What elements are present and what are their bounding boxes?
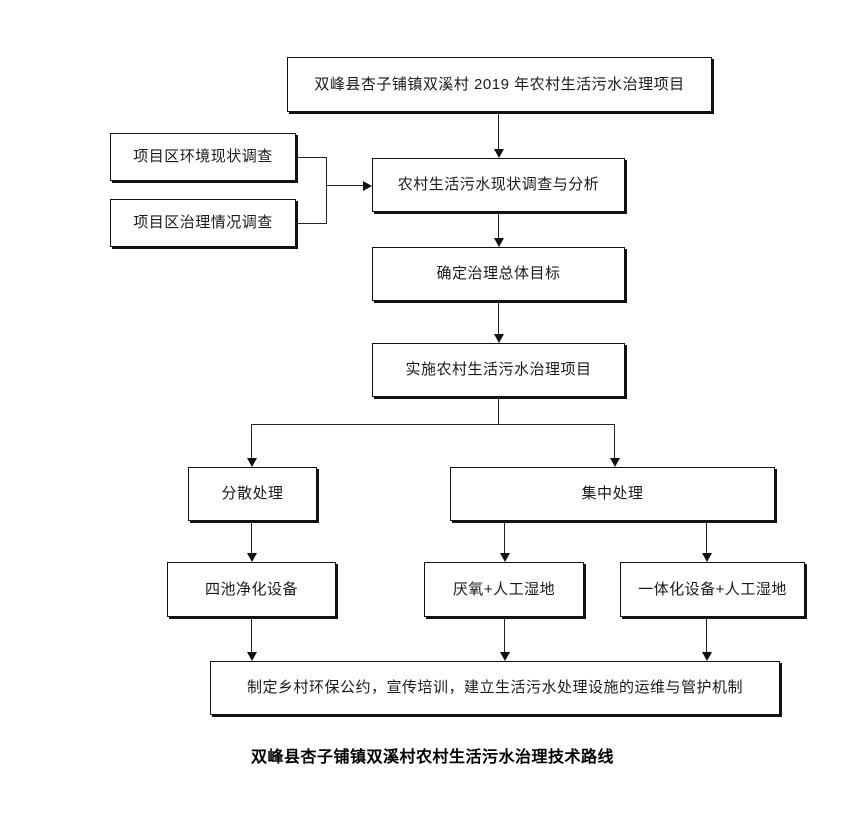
- arrow-title-to-analysis-icon: [494, 149, 504, 158]
- connector-implement-split-stem: [498, 397, 499, 424]
- node-survey-environment-label: 项目区环境现状调查: [133, 148, 273, 166]
- connector-anaerobic-to-management: [504, 617, 505, 652]
- arrow-split-to-decentralized-icon: [247, 458, 257, 467]
- node-project-title-label: 双峰县杏子铺镇双溪村 2019 年农村生活污水治理项目: [314, 75, 685, 93]
- node-centralized-label: 集中处理: [581, 485, 644, 503]
- connector-survey-to-analysis: [326, 185, 368, 186]
- connector-goal-to-implement: [498, 301, 499, 334]
- node-management-mechanism-label: 制定乡村环保公约，宣传培训，建立生活污水处理设施的运维与管护机制: [246, 679, 743, 697]
- diagram-caption: 双峰县杏子铺镇双溪村农村生活污水治理技术路线: [250, 749, 614, 766]
- connector-split-to-centralized: [614, 424, 615, 458]
- node-project-title: 双峰县杏子铺镇双溪村 2019 年农村生活污水治理项目: [287, 57, 712, 112]
- node-four-pond-device: 四池净化设备: [167, 562, 336, 617]
- node-survey-environment: 项目区环境现状调查: [110, 133, 296, 181]
- node-anaerobic-wetland: 厌氧+人工湿地: [424, 562, 584, 617]
- node-integrated-wetland: 一体化设备+人工湿地: [620, 562, 805, 617]
- connector-decentralized-to-fourpond: [251, 521, 252, 553]
- node-anaerobic-wetland-label: 厌氧+人工湿地: [452, 580, 556, 598]
- arrow-fourpond-to-management-icon: [247, 652, 257, 661]
- arrow-goal-to-implement-icon: [494, 334, 504, 343]
- node-status-analysis: 农村生活污水现状调查与分析: [372, 158, 625, 212]
- arrow-centralized-to-integrated-icon: [702, 553, 712, 562]
- node-overall-goal: 确定治理总体目标: [372, 247, 625, 301]
- connector-title-to-analysis: [498, 112, 499, 149]
- arrow-anaerobic-to-management-icon: [500, 652, 510, 661]
- node-implement-project-label: 实施农村生活污水治理项目: [405, 361, 592, 379]
- node-decentralized: 分散处理: [188, 467, 317, 521]
- node-management-mechanism: 制定乡村环保公约，宣传培训，建立生活污水处理设施的运维与管护机制: [210, 661, 780, 715]
- node-survey-treatment-label: 项目区治理情况调查: [133, 214, 273, 232]
- connector-centralized-to-integrated: [706, 521, 707, 553]
- node-implement-project: 实施农村生活污水治理项目: [372, 343, 625, 397]
- node-survey-treatment: 项目区治理情况调查: [110, 199, 296, 247]
- connector-survey-environment-out: [296, 157, 326, 158]
- arrow-analysis-to-goal-icon: [494, 238, 504, 247]
- connector-survey-bracket: [326, 157, 327, 224]
- node-status-analysis-label: 农村生活污水现状调查与分析: [397, 176, 600, 194]
- node-centralized: 集中处理: [450, 467, 775, 521]
- arrow-split-to-centralized-icon: [610, 458, 620, 467]
- connector-centralized-to-anaerobic: [504, 521, 505, 553]
- connector-analysis-to-goal: [498, 212, 499, 238]
- arrow-centralized-to-anaerobic-icon: [500, 553, 510, 562]
- node-four-pond-device-label: 四池净化设备: [204, 580, 298, 598]
- connector-integrated-to-management: [706, 617, 707, 652]
- connector-implement-split-bar: [251, 424, 615, 425]
- arrow-integrated-to-management-icon: [702, 652, 712, 661]
- connector-split-to-decentralized: [251, 424, 252, 458]
- arrow-survey-to-analysis-icon: [363, 181, 372, 191]
- arrow-decentralized-to-fourpond-icon: [247, 553, 257, 562]
- node-decentralized-label: 分散处理: [221, 485, 284, 503]
- connector-survey-treatment-out: [296, 223, 326, 224]
- node-overall-goal-label: 确定治理总体目标: [436, 265, 561, 283]
- node-integrated-wetland-label: 一体化设备+人工湿地: [638, 580, 787, 598]
- connector-fourpond-to-management: [251, 617, 252, 652]
